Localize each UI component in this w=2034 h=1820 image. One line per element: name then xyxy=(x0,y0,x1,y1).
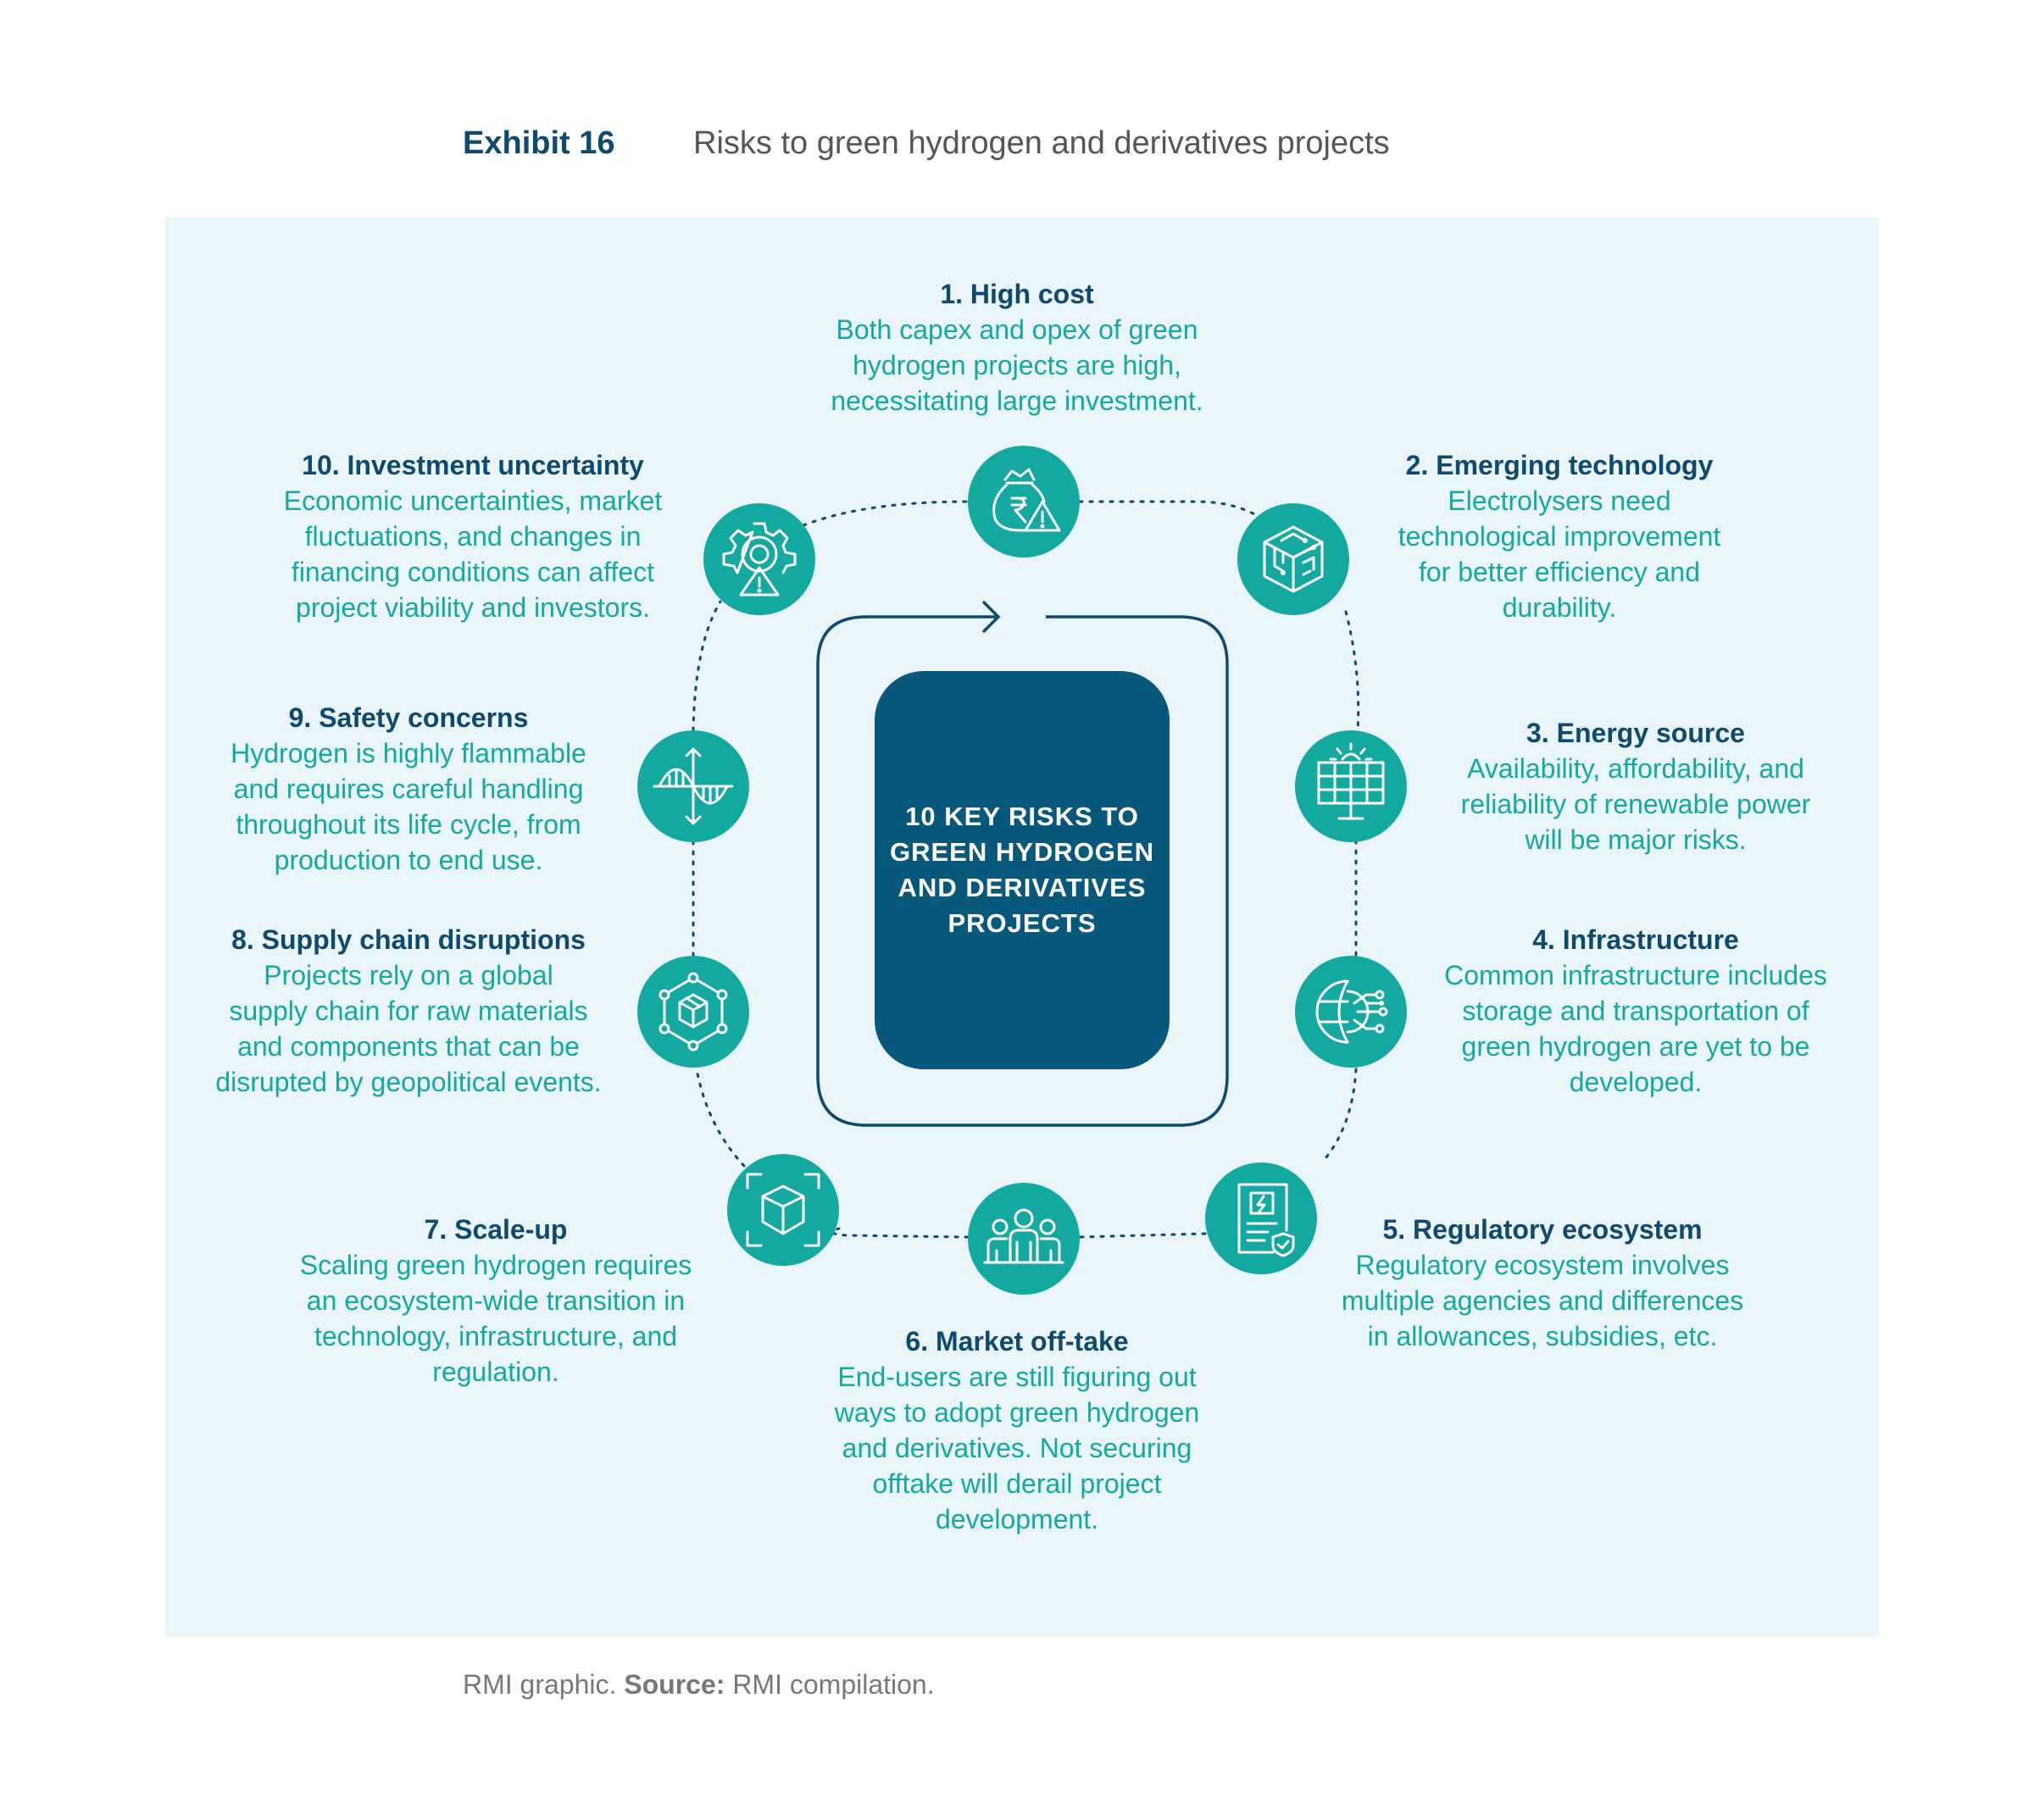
scale-cube-icon xyxy=(727,1154,839,1266)
risk-title: 8. Supply chain disruptions xyxy=(231,924,586,955)
risk-3-energy-source: 3. Energy source Availability, affordabi… xyxy=(1415,715,1856,857)
source-label: Source: xyxy=(624,1669,725,1700)
solar-panel-icon xyxy=(1295,730,1407,842)
risk-description: Hydrogen is highly flammable and require… xyxy=(231,738,586,875)
center-core-box: 10 KEY RISKS TO GREEN HYDROGEN AND DERIV… xyxy=(875,671,1170,1069)
supply-network-icon xyxy=(637,956,749,1068)
risk-2-emerging-technology: 2. Emerging technology Electrolysers nee… xyxy=(1348,447,1771,625)
risk-description: End-users are still figuring out ways to… xyxy=(834,1362,1200,1534)
risk-title: 1. High cost xyxy=(940,279,1094,309)
exhibit-label: Exhibit 16 xyxy=(463,125,615,161)
risk-8-supply-chain-disruptions: 8. Supply chain disruptions Projects rel… xyxy=(188,922,629,1100)
risk-title: 2. Emerging technology xyxy=(1405,450,1714,480)
risk-description: Common infrastructure includes storage a… xyxy=(1444,960,1827,1097)
gear-warning-icon xyxy=(703,503,815,615)
exhibit-title: Risks to green hydrogen and derivatives … xyxy=(693,125,1390,161)
risk-description: Availability, affordability, and reliabi… xyxy=(1460,753,1811,855)
risk-title: 9. Safety concerns xyxy=(288,702,529,733)
money-bag-warning-icon xyxy=(968,446,1080,558)
risk-title: 3. Energy source xyxy=(1526,718,1745,748)
risk-6-market-off-take: 6. Market off-take End-users are still f… xyxy=(788,1323,1246,1537)
people-group-icon xyxy=(968,1183,1080,1295)
risk-title: 4. Infrastructure xyxy=(1532,924,1739,955)
risk-description: Projects rely on a global supply chain f… xyxy=(215,960,602,1097)
globe-network-icon xyxy=(1295,956,1407,1068)
graphic-credit: RMI graphic. xyxy=(463,1669,625,1700)
risk-title: 5. Regulatory ecosystem xyxy=(1382,1214,1703,1245)
risk-description: Both capex and opex of green hydrogen pr… xyxy=(831,314,1203,416)
regulation-document-icon xyxy=(1205,1162,1317,1274)
risk-description: Electrolysers need technological improve… xyxy=(1398,486,1721,623)
risk-title: 7. Scale-up xyxy=(424,1214,568,1245)
risk-4-infrastructure: 4. Infrastructure Common infrastructure … xyxy=(1415,922,1856,1100)
risk-description: Scaling green hydrogen requires an ecosy… xyxy=(299,1250,692,1387)
risk-10-investment-uncertainty: 10. Investment uncertainty Economic unce… xyxy=(247,447,698,625)
source-note: RMI graphic. Source: RMI compilation. xyxy=(463,1669,935,1701)
exhibit-header: Exhibit 16 Risks to green hydrogen and d… xyxy=(0,125,2034,176)
sine-wave-icon xyxy=(637,730,749,842)
circuit-cube-icon xyxy=(1237,503,1349,615)
center-core-label: 10 KEY RISKS TO GREEN HYDROGEN AND DERIV… xyxy=(890,802,1154,938)
risk-description: Economic uncertainties, market fluctuati… xyxy=(283,486,663,623)
risk-description: Regulatory ecosystem involves multiple a… xyxy=(1341,1250,1744,1351)
source-text: RMI compilation. xyxy=(725,1669,935,1700)
risk-9-safety-concerns: 9. Safety concerns Hydrogen is highly fl… xyxy=(188,700,629,878)
risk-title: 6. Market off-take xyxy=(905,1326,1129,1357)
risk-1-high-cost: 1. High cost Both capex and opex of gree… xyxy=(784,276,1250,419)
risk-5-regulatory-ecosystem: 5. Regulatory ecosystem Regulatory ecosy… xyxy=(1322,1212,1763,1354)
risk-7-scale-up: 7. Scale-up Scaling green hydrogen requi… xyxy=(280,1212,712,1390)
risk-title: 10. Investment uncertainty xyxy=(302,450,644,480)
